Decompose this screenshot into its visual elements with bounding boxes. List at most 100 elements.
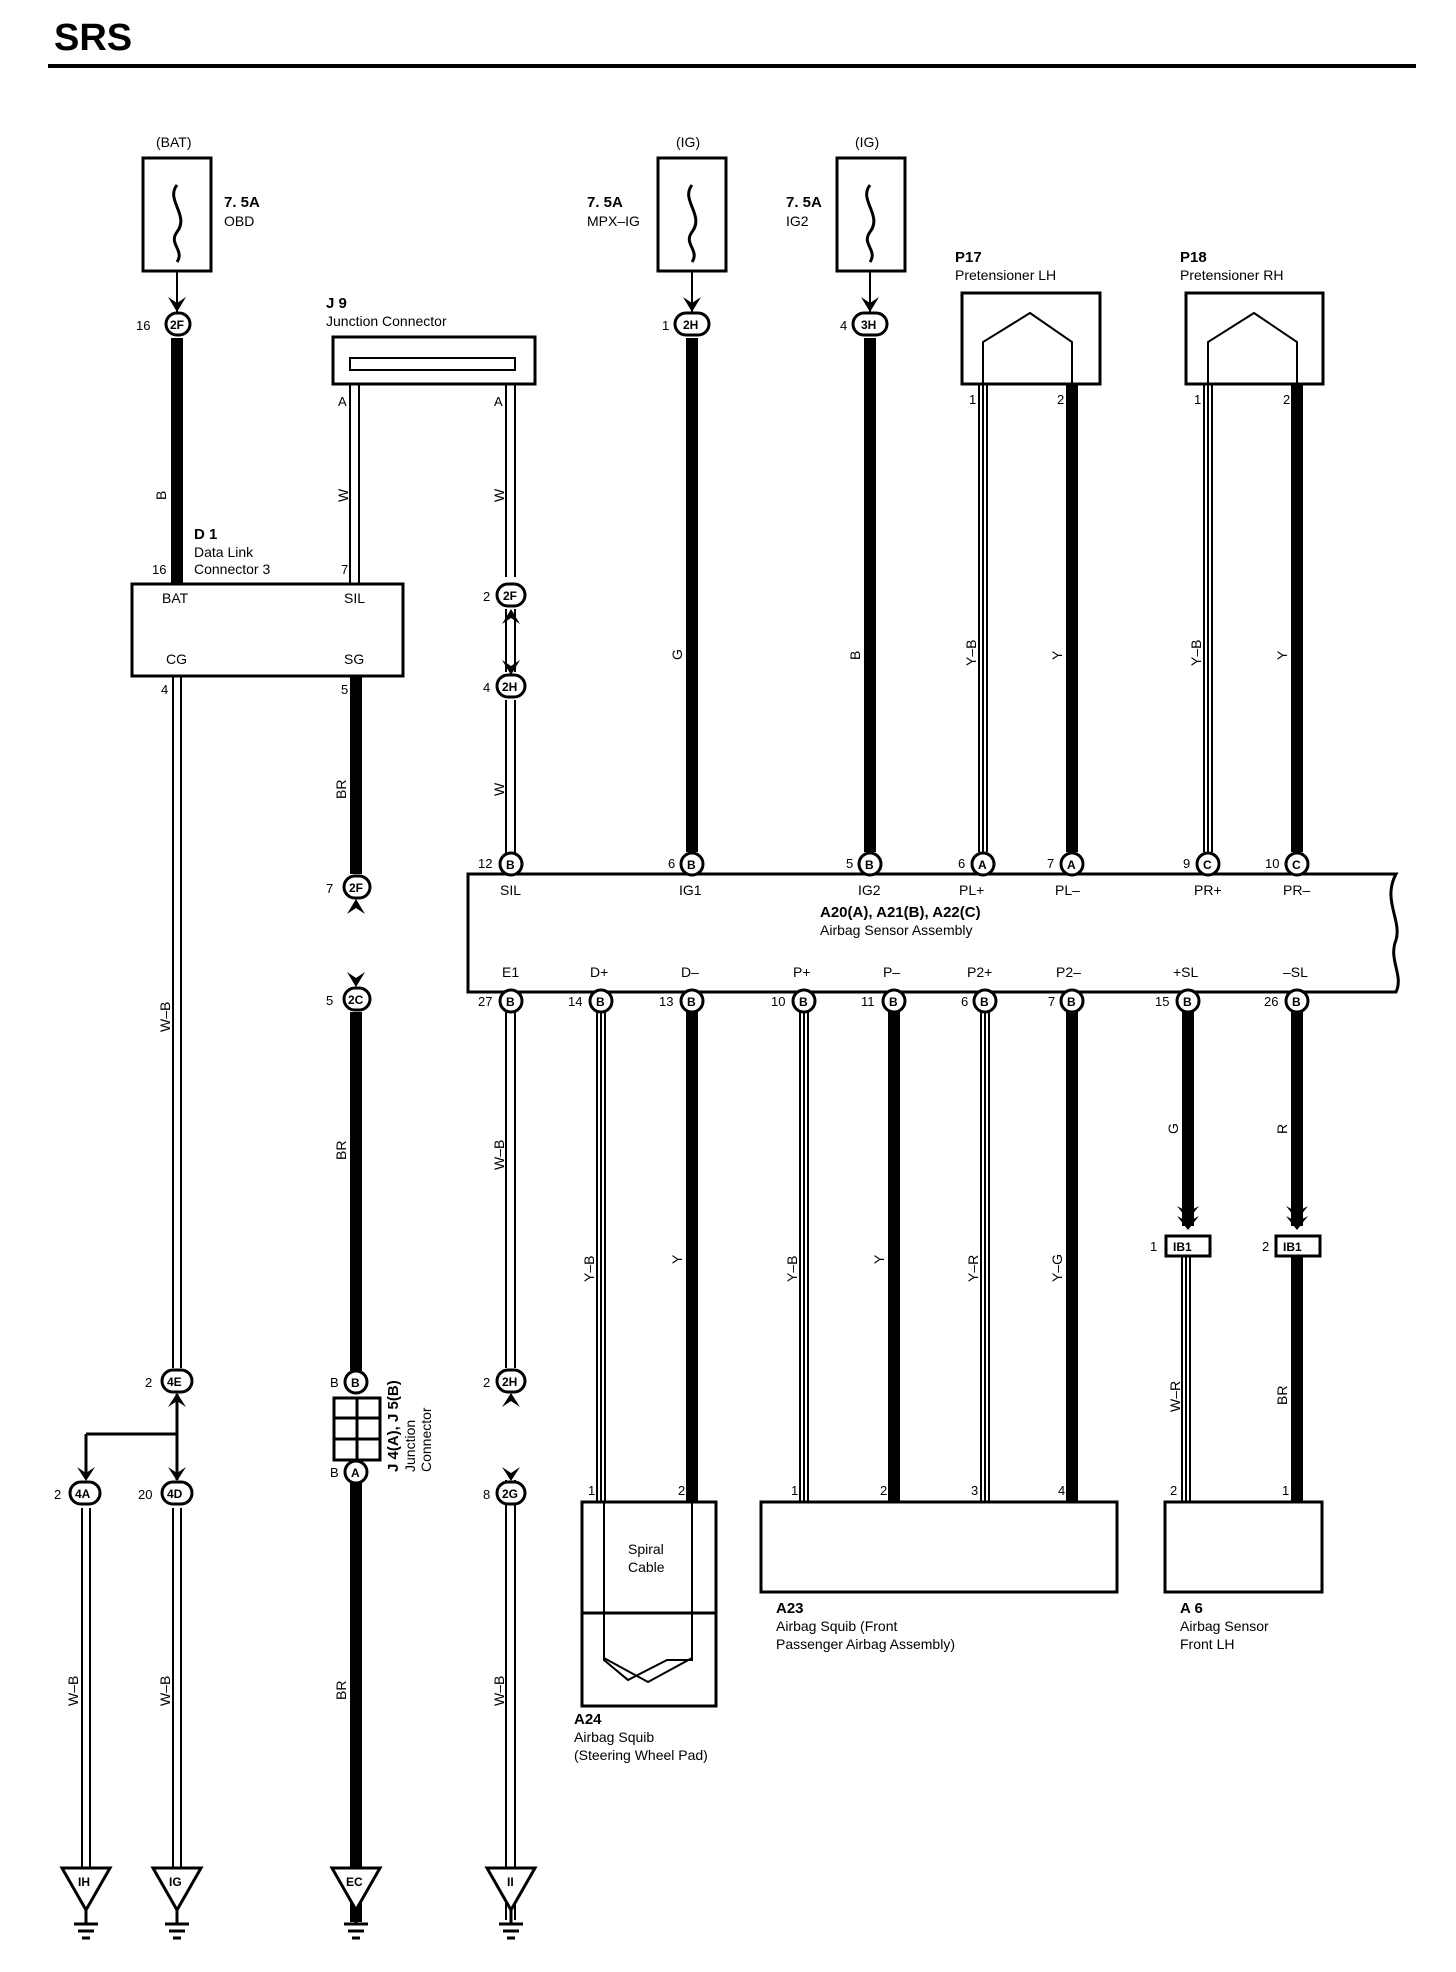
- svg-text:Spiral: Spiral: [628, 1541, 664, 1557]
- svg-text:2H: 2H: [502, 680, 517, 694]
- junction-connector-j9: J 9 Junction Connector A A: [326, 295, 537, 409]
- svg-text:5: 5: [326, 993, 333, 1008]
- svg-text:20: 20: [138, 1487, 152, 1502]
- svg-text:W–B: W–B: [65, 1676, 81, 1706]
- connector-arrows: [77, 297, 1308, 1481]
- svg-text:26: 26: [1264, 994, 1278, 1009]
- sensor-pin-letters: B B B A A C C B B B B B B B B B B A: [351, 858, 1301, 1480]
- svg-text:(IG): (IG): [855, 134, 879, 150]
- svg-text:E1: E1: [502, 964, 519, 980]
- svg-text:W: W: [335, 488, 351, 502]
- svg-text:CG: CG: [166, 651, 187, 667]
- svg-text:9: 9: [1183, 856, 1190, 871]
- svg-text:27: 27: [478, 994, 492, 1009]
- svg-text:Y–B: Y–B: [784, 1256, 800, 1282]
- svg-text:7: 7: [341, 562, 348, 577]
- svg-text:B: B: [1067, 995, 1076, 1009]
- svg-text:P+: P+: [793, 964, 811, 980]
- wires: [81, 268, 1303, 1922]
- svg-text:A: A: [351, 1466, 360, 1480]
- svg-text:1: 1: [791, 1483, 798, 1498]
- svg-text:A24: A24: [574, 1711, 602, 1728]
- connector-markers: [68, 311, 889, 1506]
- svg-text:Junction: Junction: [402, 1420, 418, 1472]
- svg-text:Junction Connector: Junction Connector: [326, 313, 447, 329]
- svg-text:W–B: W–B: [491, 1676, 507, 1706]
- svg-text:8: 8: [483, 1487, 490, 1502]
- svg-text:10: 10: [771, 994, 785, 1009]
- sensor-pin-circles: [343, 851, 1310, 1485]
- svg-text:P18: P18: [1180, 249, 1207, 266]
- svg-text:2: 2: [145, 1375, 152, 1390]
- svg-text:A 6: A 6: [1180, 1600, 1203, 1617]
- svg-text:2: 2: [678, 1483, 685, 1498]
- svg-text:A: A: [494, 394, 503, 409]
- sensor-pin-numbers: 12 6 5 6 7 9 10 27 14 13 10 11 6 7 15 26…: [330, 856, 1279, 1480]
- svg-text:PL–: PL–: [1055, 882, 1080, 898]
- airbag-sensor-assembly: A20(A), A21(B), A22(C) Airbag Sensor Ass…: [466, 872, 1400, 994]
- svg-text:2H: 2H: [683, 318, 698, 332]
- svg-text:4: 4: [1058, 1483, 1065, 1498]
- svg-text:4: 4: [161, 682, 168, 697]
- junction-connector-j4-j5: J 4(A), J 5(B) Junction Connector: [332, 1380, 434, 1472]
- svg-text:Pretensioner LH: Pretensioner LH: [955, 267, 1056, 283]
- svg-text:II: II: [507, 1875, 514, 1889]
- svg-text:B: B: [351, 1376, 360, 1390]
- svg-text:Y: Y: [1274, 650, 1290, 660]
- ground-labels: IH IG EC II: [78, 1875, 514, 1889]
- svg-text:B: B: [330, 1375, 339, 1390]
- fuse-ig2: (IG) 7. 5A IG2: [786, 134, 907, 273]
- svg-text:2: 2: [1283, 392, 1290, 407]
- svg-text:A: A: [978, 858, 987, 872]
- svg-text:W–R: W–R: [1167, 1381, 1183, 1412]
- svg-text:Y: Y: [871, 1254, 887, 1264]
- svg-text:7: 7: [1047, 856, 1054, 871]
- svg-text:B: B: [506, 858, 515, 872]
- ground-symbols: [59, 1866, 538, 1940]
- svg-text:BR: BR: [333, 1141, 349, 1160]
- svg-text:16: 16: [136, 318, 150, 333]
- svg-text:1: 1: [1150, 1239, 1157, 1254]
- svg-text:13: 13: [659, 994, 673, 1009]
- svg-text:IH: IH: [78, 1875, 90, 1889]
- svg-text:Airbag Squib (Front: Airbag Squib (Front: [776, 1618, 898, 1634]
- svg-text:16: 16: [152, 562, 166, 577]
- svg-text:Y: Y: [669, 1254, 685, 1264]
- svg-text:1: 1: [588, 1483, 595, 1498]
- svg-text:B: B: [153, 491, 169, 500]
- svg-text:2: 2: [483, 1375, 490, 1390]
- wire-color-labels: B W W W BR G B Y–B Y Y–B Y W–B BR W–B Y–…: [65, 488, 1290, 1706]
- svg-text:OBD: OBD: [224, 213, 254, 229]
- svg-text:P17: P17: [955, 249, 982, 266]
- svg-text:4D: 4D: [167, 1487, 183, 1501]
- svg-text:1: 1: [1282, 1483, 1289, 1498]
- svg-text:W–B: W–B: [491, 1140, 507, 1170]
- svg-text:5: 5: [341, 682, 348, 697]
- svg-text:B: B: [847, 651, 863, 660]
- svg-text:6: 6: [958, 856, 965, 871]
- svg-text:2: 2: [1262, 1239, 1269, 1254]
- svg-text:W: W: [491, 782, 507, 796]
- airbag-sensor-front-lh-a6: 2 1 A 6 Airbag Sensor Front LH: [1163, 1483, 1324, 1652]
- svg-text:Y–B: Y–B: [963, 640, 979, 666]
- svg-text:Passenger Airbag Assembly): Passenger Airbag Assembly): [776, 1636, 955, 1652]
- svg-text:Airbag Sensor: Airbag Sensor: [1180, 1618, 1269, 1634]
- svg-text:1: 1: [662, 318, 669, 333]
- data-link-connector-d1: D 1 Data Link Connector 3 BAT SIL CG SG …: [130, 526, 405, 697]
- svg-text:1: 1: [969, 392, 976, 407]
- svg-text:2F: 2F: [349, 881, 363, 895]
- svg-text:A: A: [1067, 858, 1076, 872]
- svg-text:2F: 2F: [503, 589, 517, 603]
- svg-text:Y–R: Y–R: [965, 1255, 981, 1282]
- svg-text:BAT: BAT: [162, 590, 189, 606]
- svg-text:SIL: SIL: [500, 882, 521, 898]
- svg-text:B: B: [596, 995, 605, 1009]
- svg-text:Y–B: Y–B: [1188, 640, 1204, 666]
- svg-text:B: B: [1292, 995, 1301, 1009]
- svg-text:B: B: [330, 1465, 339, 1480]
- svg-text:W: W: [491, 488, 507, 502]
- svg-text:Y–B: Y–B: [581, 1256, 597, 1282]
- connector-labels: 2F 2H 3H 2F 2H 2F 2C 4E 2H 4A 4D 2G: [75, 318, 876, 1501]
- svg-text:IG: IG: [169, 1875, 182, 1889]
